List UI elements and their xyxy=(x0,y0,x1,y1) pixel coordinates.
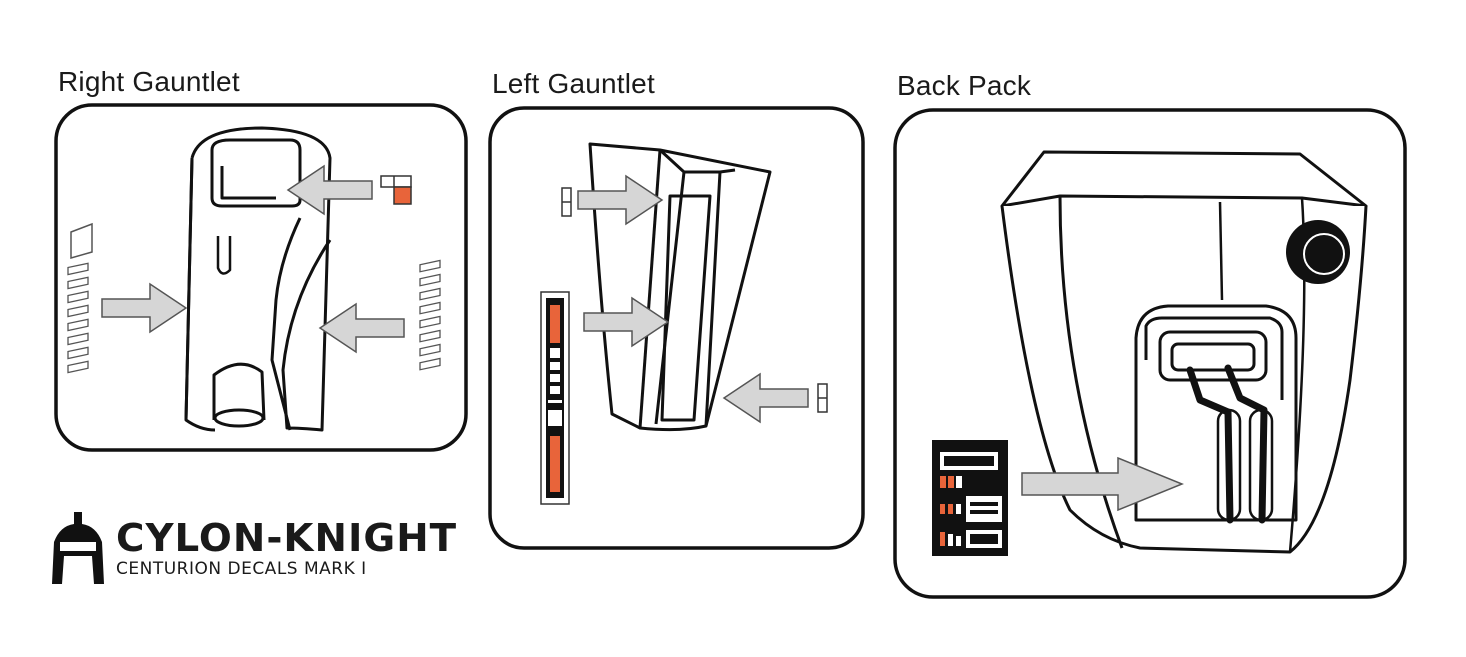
cylon-helmet-icon xyxy=(52,512,104,584)
decal-tall-strip xyxy=(540,291,570,505)
arrow-to-left-side xyxy=(101,283,187,333)
right-gauntlet-drawing xyxy=(184,126,332,432)
round-port-icon xyxy=(1286,220,1350,284)
decal-control-panel xyxy=(932,440,1008,556)
brand-title: CYLON-KNIGHT xyxy=(116,516,458,560)
decal-stripes-right xyxy=(419,259,441,371)
arrow-to-right-side xyxy=(319,303,405,353)
decal-stripes-left xyxy=(67,262,89,374)
panel-title-right-gauntlet: Right Gauntlet xyxy=(58,66,240,97)
panel-title-left-gauntlet: Left Gauntlet xyxy=(492,68,655,99)
decal-square-outline xyxy=(70,222,93,259)
brand-block: CYLON-KNIGHT CENTURION DECALS MARK I xyxy=(108,518,456,580)
decal-small-left-gauntlet-top xyxy=(561,187,572,217)
decal-top-small-right-gauntlet xyxy=(380,175,412,205)
decal-small-left-gauntlet-bottom xyxy=(817,383,828,413)
panel-title-back-pack: Back Pack xyxy=(897,70,1032,101)
arrow-to-lower-box xyxy=(1021,456,1184,512)
panel-frame-right-gauntlet xyxy=(54,103,468,452)
panel-frame-left-gauntlet xyxy=(488,106,865,550)
brand-subtitle: CENTURION DECALS MARK I xyxy=(116,559,367,579)
panel-frame-back-pack xyxy=(893,108,1407,599)
arrow-to-bottom-panel xyxy=(723,373,809,423)
back-pack-drawing xyxy=(1000,150,1368,554)
